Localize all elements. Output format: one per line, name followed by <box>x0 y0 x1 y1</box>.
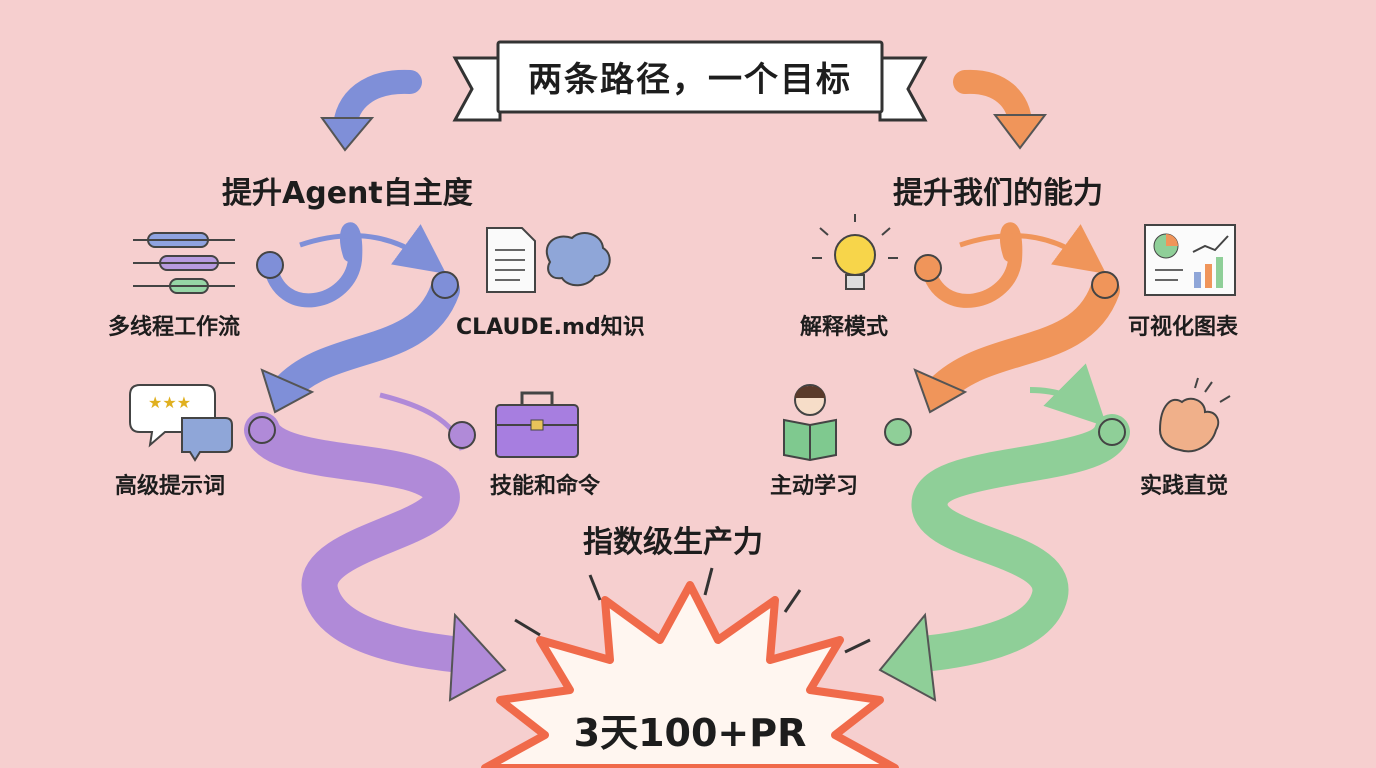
toolbox-icon <box>495 391 579 458</box>
right-orange-path <box>913 222 1120 414</box>
svg-text:★★★: ★★★ <box>148 393 191 412</box>
chat-bubble-icon: ★★★ <box>129 384 233 462</box>
title-banner <box>452 40 928 122</box>
node-label-skills-commands: 技能和命令 <box>490 474 601 499</box>
result-heading: 指数级生产力 <box>583 525 763 560</box>
chart-icon <box>1144 224 1236 296</box>
node-label-active-learning: 主动学习 <box>770 474 859 499</box>
document-brain-icon <box>486 227 611 293</box>
left-branch-heading: 提升Agent自主度 <box>222 176 473 211</box>
node-label-claude-md: CLAUDE.md知识 <box>456 315 645 340</box>
page-title: 两条路径，一个目标 <box>528 60 852 100</box>
right-green-path <box>878 363 1130 702</box>
node-label-explain-mode: 解释模式 <box>800 315 889 340</box>
node-label-visual-charts: 可视化图表 <box>1128 315 1239 340</box>
result-burst <box>481 567 899 768</box>
lightbulb-icon <box>812 214 898 290</box>
reading-person-icon <box>783 384 837 462</box>
node-label-practical-intuition: 实践直觉 <box>1140 474 1229 499</box>
left-blue-path <box>256 222 460 414</box>
parallel-threads-icon <box>133 232 235 294</box>
hands-icon <box>1158 377 1231 453</box>
node-label-advanced-prompts: 高级提示词 <box>115 474 226 499</box>
right-branch-heading: 提升我们的能力 <box>893 176 1103 211</box>
left-purple-path <box>244 392 507 702</box>
result-burst-text: 3天100+PR <box>573 711 807 755</box>
node-label-multithread: 多线程工作流 <box>108 315 241 340</box>
